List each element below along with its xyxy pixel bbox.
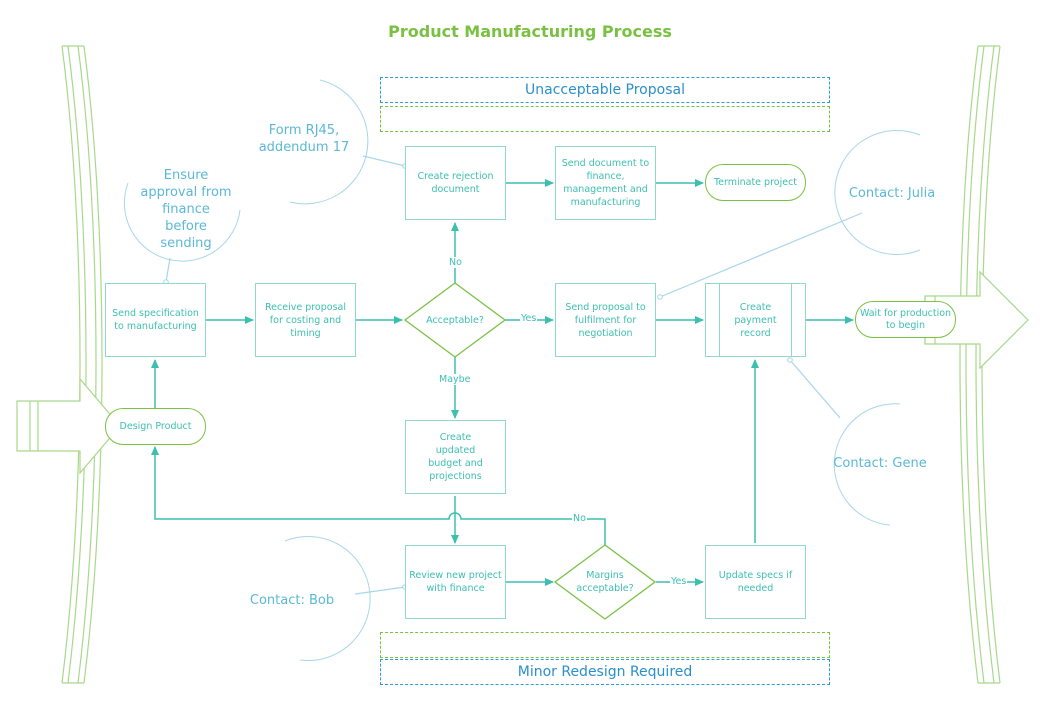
unacceptable-proposal-band: Unacceptable Proposal [380, 77, 830, 103]
minor-redesign-band-upper [380, 632, 830, 658]
decision-shapes [403, 282, 657, 620]
create-updated-budget-box[interactable]: Create updated budget and projections [405, 420, 506, 494]
acceptable-decision[interactable]: Acceptable? [426, 314, 484, 326]
send-specification-box[interactable]: Send specification to manufacturing [105, 283, 206, 357]
create-payment-label: Create payment record [734, 301, 777, 339]
create-rejection-box[interactable]: Create rejection document [405, 146, 506, 220]
note-form-rj45: Form RJ45, addendum 17 [258, 123, 350, 155]
create-updated-budget-label: Create updated budget and projections [428, 432, 483, 482]
edge-label-no-bottom: No [572, 513, 587, 524]
send-document-box[interactable]: Send document to finance, management and… [555, 146, 656, 220]
update-specs-box[interactable]: Update specs if needed [705, 545, 806, 619]
edge-label-no-top: No [448, 257, 463, 268]
note-contact-bob: Contact: Bob [249, 593, 335, 608]
left-lane-rail [61, 45, 103, 684]
minor-redesign-band: Minor Redesign Required [380, 659, 830, 685]
wait-production-terminator[interactable]: Wait for production to begin [855, 301, 956, 338]
create-payment-box[interactable]: Create payment record [705, 283, 806, 357]
receive-proposal-box[interactable]: Receive proposal for costing and timing [255, 283, 356, 357]
connectors [151, 179, 854, 586]
left-block-arrow [16, 377, 121, 475]
wait-production-label: Wait for production to begin [859, 307, 952, 331]
note-contact-gene: Contact: Gene [833, 456, 927, 471]
update-specs-label: Update specs if needed [718, 570, 793, 594]
note-ensure-approval: Ensure approval from finance before send… [140, 168, 232, 251]
edge-label-yes-bottom: Yes [670, 576, 688, 587]
predefined-process-bars [719, 284, 792, 356]
edge-label-maybe: Maybe [438, 374, 472, 385]
terminate-project-terminator[interactable]: Terminate project [705, 164, 806, 201]
review-project-box[interactable]: Review new project with finance [405, 545, 506, 619]
design-product-terminator[interactable]: Design Product [105, 408, 206, 445]
diagram-title: Product Manufacturing Process [388, 22, 672, 41]
annotation-leaders [165, 155, 863, 595]
margins-label: Margins acceptable? [576, 570, 634, 594]
note-contact-julia: Contact: Julia [848, 186, 936, 201]
unacceptable-proposal-band-lower [380, 106, 830, 132]
edge-label-yes-middle: Yes [520, 313, 538, 324]
annotation-arcs [123, 79, 921, 662]
margins-acceptable-decision[interactable]: Margins acceptable? [565, 568, 645, 596]
send-proposal-box[interactable]: Send proposal to fulfilment for negotiat… [555, 283, 656, 357]
